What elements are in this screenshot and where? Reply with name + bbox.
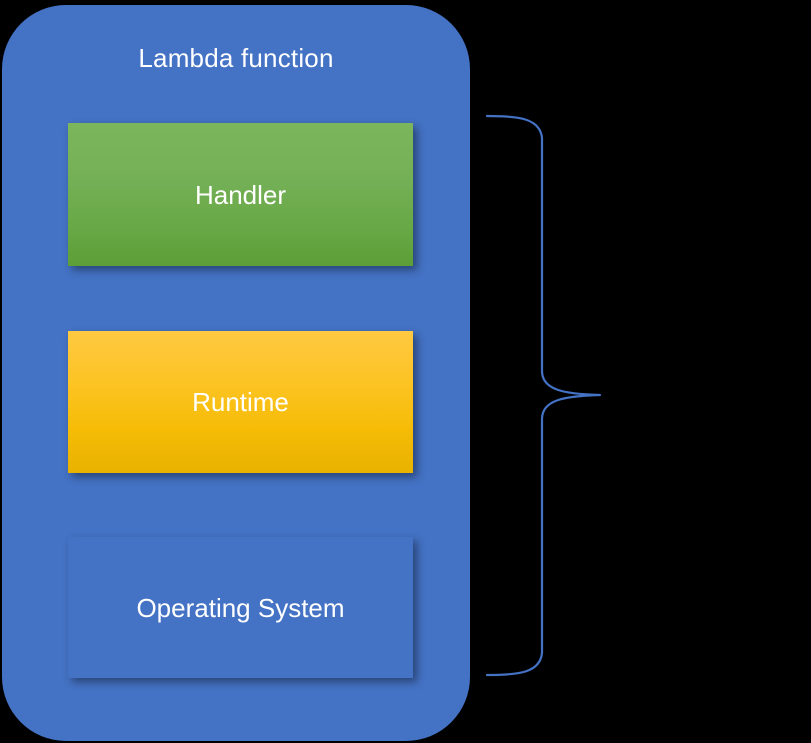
layer-label-operating-system: Operating System <box>136 592 345 623</box>
lambda-function-container: Lambda function Handler Runtime Operatin… <box>2 5 470 741</box>
layer-box-operating-system[interactable]: Operating System <box>68 537 413 678</box>
layer-box-runtime[interactable]: Runtime <box>68 331 413 473</box>
curly-brace-icon <box>485 114 602 677</box>
lambda-function-title: Lambda function <box>138 43 334 73</box>
brace-annotation <box>478 100 618 700</box>
layer-label-runtime: Runtime <box>192 387 289 417</box>
layer-box-handler[interactable]: Handler <box>68 123 413 266</box>
layer-label-handler: Handler <box>194 179 287 210</box>
